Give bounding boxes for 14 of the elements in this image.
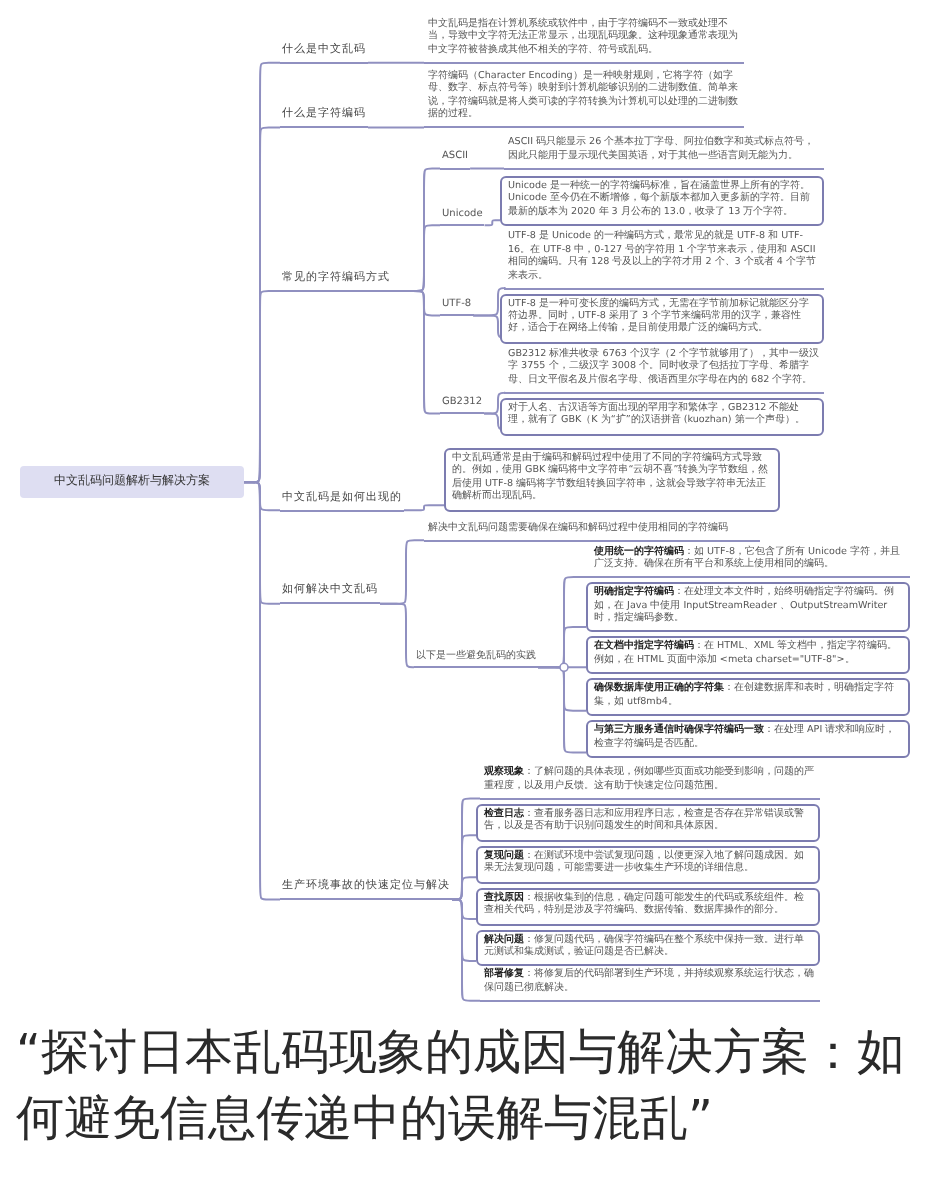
branch-line bbox=[451, 876, 477, 901]
branch-line bbox=[403, 504, 445, 512]
branch-line bbox=[472, 314, 505, 339]
caption-text: “探讨日本乱码现象的成因与解决方案：如何避免信息传递中的误解与混乱” bbox=[16, 1022, 907, 1151]
branch-line bbox=[367, 61, 425, 64]
branch-line bbox=[379, 602, 415, 669]
branch-line bbox=[483, 412, 505, 431]
branch-line bbox=[537, 666, 587, 754]
branch-line bbox=[391, 290, 441, 415]
branch-line bbox=[483, 219, 501, 227]
branch-line bbox=[367, 126, 425, 129]
branch-line bbox=[451, 898, 481, 1002]
branch-line bbox=[243, 481, 281, 901]
branch-line bbox=[469, 167, 505, 170]
